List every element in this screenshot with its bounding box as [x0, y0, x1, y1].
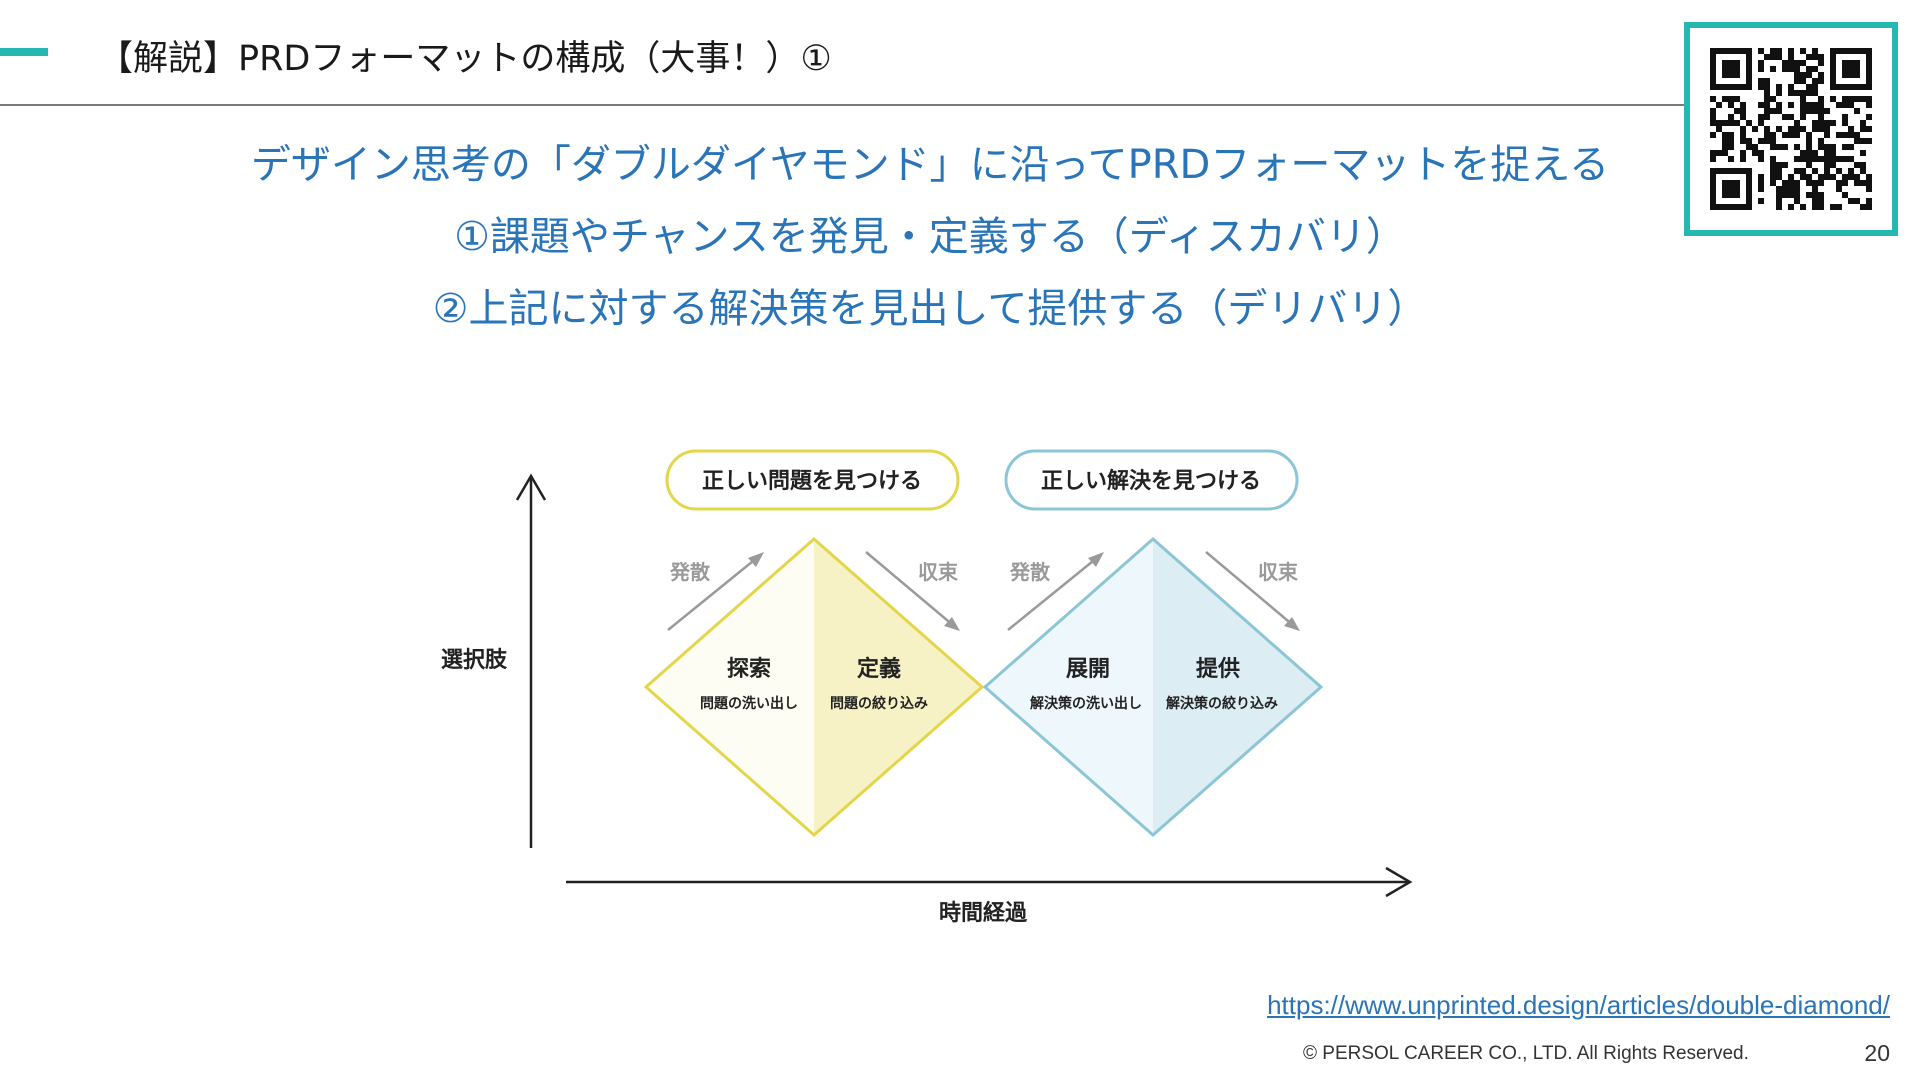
converge-label-2: 収束 [1258, 560, 1299, 584]
x-axis-label: 時間経過 [939, 900, 1028, 926]
source-link[interactable]: https://www.unprinted.design/articles/do… [1267, 990, 1890, 1020]
discover-sub: 問題の洗い出し [700, 695, 798, 712]
diverge-arrowhead-1 [748, 552, 764, 567]
headline-line-2: ①課題やチャンスを発見・定義する（ディスカバリ） [454, 214, 1406, 260]
diamond-develop-half [985, 539, 1153, 835]
define-sub: 問題の絞り込み [830, 695, 928, 712]
discover-heading: 探索 [727, 656, 771, 682]
develop-sub: 解決策の洗い出し [1030, 695, 1142, 712]
x-axis-arrowhead [1385, 866, 1413, 898]
develop-heading: 展開 [1066, 657, 1110, 682]
diamond-define-half [814, 539, 982, 835]
deliver-heading: 提供 [1196, 656, 1240, 682]
diverge-label-2: 発散 [1009, 560, 1051, 584]
headline-line-3: ②上記に対する解決策を見出して提供する（デリバリ） [432, 286, 1428, 332]
diverge-arrowhead-2 [1088, 552, 1104, 567]
converge-label-1: 収束 [918, 560, 959, 584]
diverge-arrow-2 [1007, 556, 1099, 631]
diamond-problem-outline [643, 537, 985, 837]
diamond-deliver-half [1153, 539, 1321, 835]
converge-arrowhead-1 [944, 617, 960, 631]
problem-title: 正しい問題を見つける [702, 469, 922, 494]
problem-title-pill [665, 449, 960, 511]
converge-arrow-2 [1205, 551, 1295, 627]
deliver-sub: 解決策の絞り込み [1166, 695, 1278, 712]
y-axis-label: 選択肢 [441, 648, 508, 673]
slide-title: 【解説】PRDフォーマットの構成（大事！）① [98, 39, 832, 79]
diverge-arrow-1 [667, 556, 759, 631]
solution-title-pill [1004, 449, 1299, 511]
define-heading: 定義 [857, 656, 901, 682]
title-divider [0, 104, 1690, 106]
converge-arrow-1 [865, 551, 955, 627]
qr-code-icon [1710, 48, 1872, 210]
y-axis-arrowhead [515, 473, 547, 501]
diverge-label-1: 発散 [669, 560, 711, 584]
headline-line-1: デザイン思考の「ダブルダイヤモンド」に沿ってPRDフォーマットを捉える [250, 142, 1610, 188]
diamond-discover-half [646, 539, 814, 835]
copyright-notice: © PERSOL CAREER CO., LTD. All Rights Res… [1303, 1043, 1749, 1064]
solution-title: 正しい解決を見つける [1041, 468, 1261, 494]
converge-arrowhead-2 [1284, 617, 1300, 631]
page-number: 20 [1864, 1040, 1890, 1066]
diamond-solution-outline [982, 537, 1324, 837]
title-accent-bar [0, 48, 48, 56]
qr-code[interactable] [1684, 22, 1898, 236]
